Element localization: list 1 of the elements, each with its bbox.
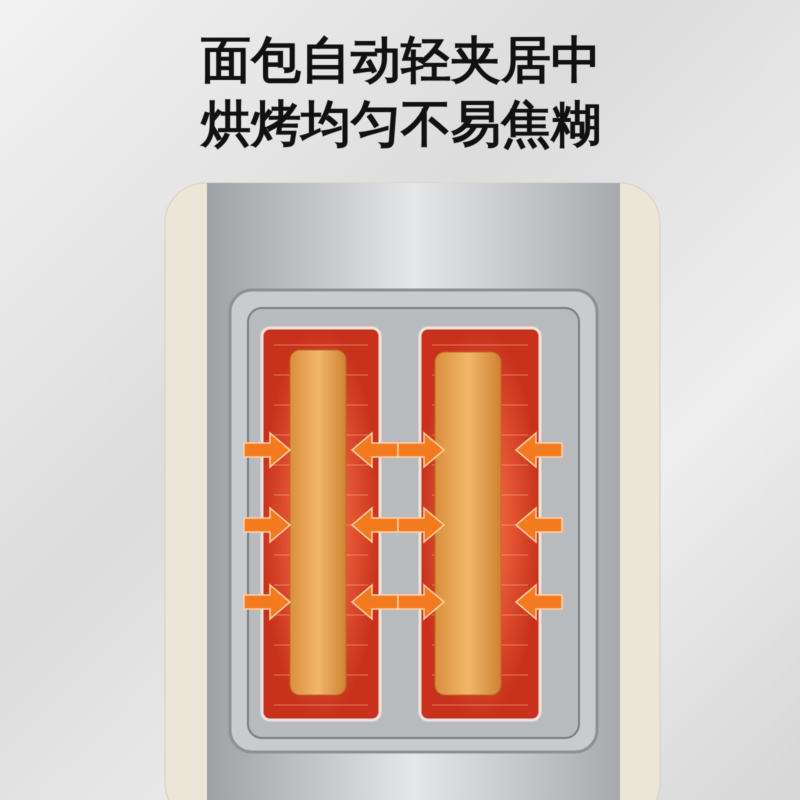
title-text: 面包自动轻夹居中烘烤均匀不易焦糊 — [199, 30, 602, 155]
